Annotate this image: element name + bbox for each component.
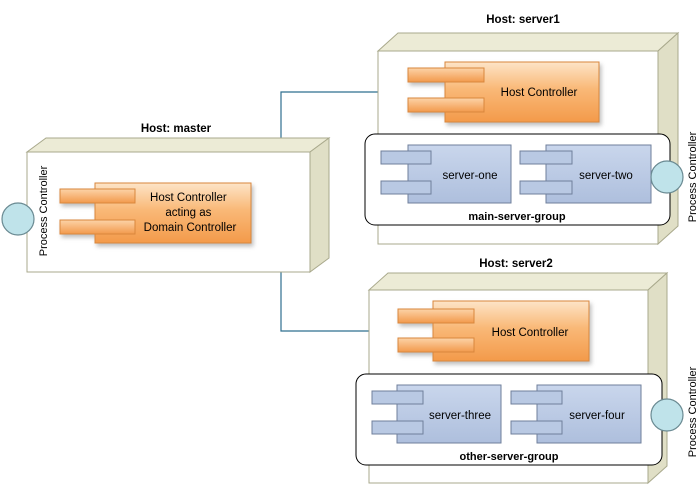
host-server2-top-face xyxy=(367,272,669,291)
server-two-tab-bottom xyxy=(519,180,573,195)
host-master-host-controller-tab-bottom xyxy=(59,219,136,235)
server-one-tab-top xyxy=(380,150,432,165)
server-three-tab-bottom xyxy=(371,420,424,435)
main-server-group-label: main-server-group xyxy=(468,211,565,223)
server-two-label: server-two xyxy=(579,170,633,182)
server-one-label: server-one xyxy=(443,170,498,182)
host-server1-top-face xyxy=(376,32,680,52)
server-two: server-two xyxy=(519,144,652,204)
host-server1: Host: server1 Host Controller main-serve… xyxy=(364,14,699,246)
host-server2-process-controller-label: Process Controller xyxy=(687,366,699,457)
host-master-host-controller-line-1: Host Controller xyxy=(150,192,227,204)
host-server2-host-controller-label: Host Controller xyxy=(492,327,569,339)
host-master-host-controller-line-3: Domain Controller xyxy=(144,222,237,234)
host-server2: Host: server2 Host Controller other-serv… xyxy=(355,258,699,485)
server-one: server-one xyxy=(380,144,512,204)
server-one-tab-bottom xyxy=(380,180,432,195)
server-four-tab-top xyxy=(510,390,563,405)
server-three-label: server-three xyxy=(429,410,491,422)
host-server1-host-controller xyxy=(407,61,600,123)
other-server-group-label: other-server-group xyxy=(459,451,558,463)
server-two-tab-top xyxy=(519,150,573,165)
host-master-process-controller-circle xyxy=(1,202,35,236)
host-server2-title: Host: server2 xyxy=(479,258,553,270)
host-master: Host: master Process Controller Host Con… xyxy=(1,123,331,273)
host-master-host-controller xyxy=(59,182,252,244)
host-server1-host-controller-tab-top xyxy=(407,67,485,83)
host-server2-process-controller-circle xyxy=(650,398,684,432)
host-server2-host-controller xyxy=(397,300,590,362)
host-server1-process-controller-circle xyxy=(650,160,684,194)
server-four-label: server-four xyxy=(569,410,625,422)
host-server1-host-controller-label: Host Controller xyxy=(501,87,578,99)
host-master-title: Host: master xyxy=(141,123,212,135)
host-server1-title: Host: server1 xyxy=(486,14,560,26)
host-master-top-face xyxy=(25,137,331,153)
host-master-host-controller-label: Host Controller acting as Domain Control… xyxy=(144,192,237,234)
server-four: server-four xyxy=(510,384,642,444)
host-server1-host-controller-tab-bottom xyxy=(407,97,485,113)
server-four-tab-bottom xyxy=(510,420,563,435)
server-three-tab-top xyxy=(371,390,424,405)
host-server2-host-controller-tab-top xyxy=(397,308,475,324)
host-master-host-controller-tab-top xyxy=(59,188,136,204)
host-master-side-face xyxy=(309,137,330,273)
host-server2-host-controller-tab-bottom xyxy=(397,337,475,353)
server-three: server-three xyxy=(371,384,502,444)
host-master-process-controller-label: Process Controller xyxy=(38,165,50,256)
host-master-host-controller-line-2: acting as xyxy=(165,207,211,219)
host-server1-process-controller-label: Process Controller xyxy=(687,131,699,222)
